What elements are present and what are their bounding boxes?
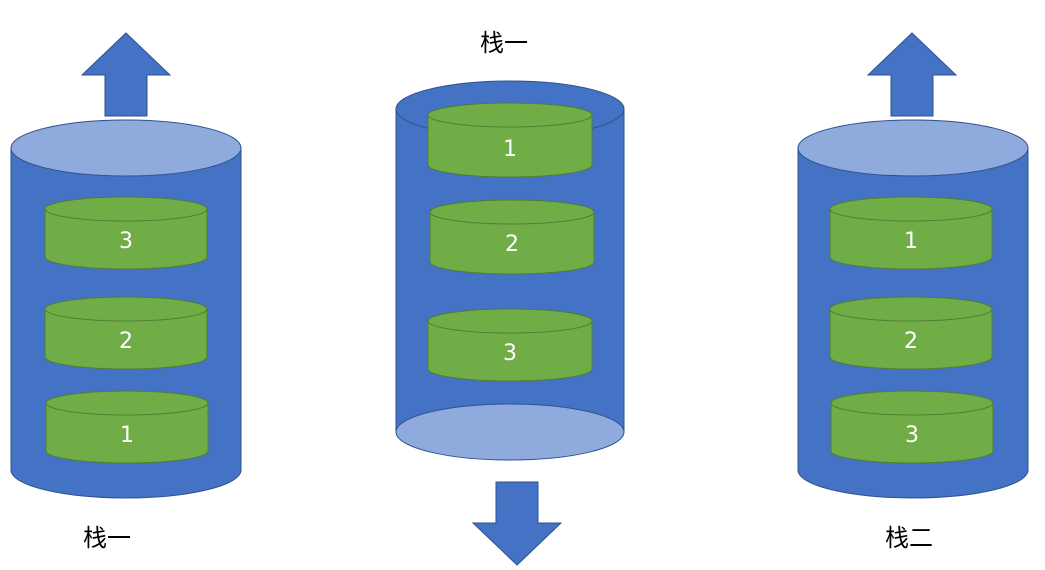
disk-right-2: 2 [829,296,993,370]
disk-label: 1 [904,229,918,254]
disk-label: 2 [505,232,519,257]
disk-label: 2 [904,329,918,354]
disk-label: 1 [503,137,517,162]
arrow-up-icon [866,32,958,117]
arrow-down-icon [471,481,563,566]
disk-label: 3 [905,423,919,448]
stack-right: 1 2 3 栈二 [797,32,1029,552]
disk-label: 3 [503,341,517,366]
stack-left: 3 2 1 栈一 [10,32,242,552]
stack-caption-right: 栈二 [885,524,933,552]
stack-middle: 栈一 1 2 3 [395,29,625,566]
disk-right-3: 3 [830,390,994,464]
disk-left-3: 1 [45,390,209,464]
disk-label: 1 [120,423,134,448]
disk-middle-3: 3 [427,308,593,382]
stack-caption-middle: 栈一 [480,29,528,57]
disk-left-1: 3 [44,196,208,270]
disk-middle-2: 2 [429,199,595,275]
arrow-up-icon [80,32,172,117]
disk-label: 2 [119,329,133,354]
disk-right-1: 1 [829,196,993,270]
disk-left-2: 2 [44,296,208,370]
stack-caption-left: 栈一 [83,524,131,552]
disk-middle-1: 1 [427,102,593,178]
disk-label: 3 [119,229,133,254]
